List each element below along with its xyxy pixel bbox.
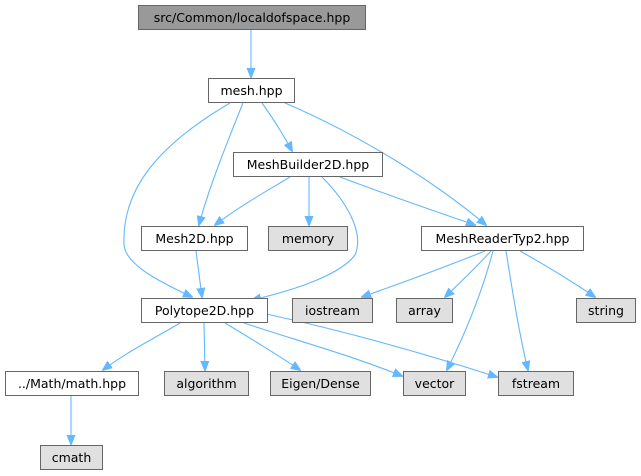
- node-mesh2d[interactable]: Mesh2D.hpp: [141, 226, 248, 251]
- edge-meshreadertyp2-to-string: [519, 250, 595, 297]
- node-eigendense: Eigen/Dense: [270, 371, 371, 396]
- node-label-string: string: [588, 303, 624, 318]
- edge-meshreadertyp2-to-fstream: [505, 250, 528, 370]
- node-localdofspace[interactable]: src/Common/localdofspace.hpp: [138, 5, 366, 30]
- node-label-meshbuilder2d: MeshBuilder2D.hpp: [247, 157, 370, 172]
- edge-meshbuilder2d-to-meshreadertyp2: [339, 176, 475, 225]
- node-memory: memory: [268, 226, 348, 251]
- edge-mesh-to-meshbuilder2d: [261, 102, 292, 151]
- edge-meshreadertyp2-to-array: [445, 250, 492, 297]
- edge-polytope2d-to-vector: [243, 322, 402, 376]
- node-box-localdofspace: [138, 5, 366, 30]
- edge-mesh-to-polytope2d: [123, 102, 231, 297]
- node-box-memory: [268, 226, 348, 251]
- node-algorithm: algorithm: [164, 371, 249, 396]
- edge-meshbuilder2d-to-mesh2d: [215, 176, 291, 225]
- node-box-eigendense: [270, 371, 371, 396]
- edge-mesh2d-to-polytope2d: [195, 250, 202, 297]
- node-label-mesh2d: Mesh2D.hpp: [155, 231, 233, 246]
- node-meshreadertyp2[interactable]: MeshReaderTyp2.hpp: [421, 226, 584, 251]
- edge-mesh-to-meshreadertyp2: [284, 102, 486, 225]
- node-box-mathhpp: [5, 371, 139, 396]
- node-mathhpp[interactable]: ../Math/math.hpp: [5, 371, 139, 396]
- node-vector: vector: [403, 371, 466, 396]
- node-fstream: fstream: [498, 371, 574, 396]
- node-box-array: [396, 298, 453, 323]
- edges-layer: [71, 30, 595, 444]
- edge-meshbuilder2d-to-polytope2d: [252, 176, 359, 300]
- node-box-meshreadertyp2: [421, 226, 584, 251]
- node-meshbuilder2d[interactable]: MeshBuilder2D.hpp: [233, 152, 383, 177]
- node-label-eigendense: Eigen/Dense: [281, 376, 360, 391]
- node-box-vector: [403, 371, 466, 396]
- edge-mesh-to-mesh2d: [199, 102, 244, 225]
- node-array: array: [396, 298, 453, 323]
- node-mesh[interactable]: mesh.hpp: [208, 78, 295, 103]
- node-label-polytope2d: Polytope2D.hpp: [155, 303, 254, 318]
- edge-meshreadertyp2-to-iostream: [362, 250, 486, 297]
- node-box-iostream: [292, 298, 373, 323]
- edge-meshreadertyp2-to-vector: [447, 250, 494, 370]
- node-box-meshbuilder2d: [233, 152, 383, 177]
- node-box-mesh2d: [141, 226, 248, 251]
- node-label-mesh: mesh.hpp: [220, 83, 282, 98]
- node-box-cmath: [40, 445, 103, 470]
- node-label-cmath: cmath: [52, 450, 92, 465]
- node-label-mathhpp: ../Math/math.hpp: [18, 376, 126, 391]
- node-box-fstream: [498, 371, 574, 396]
- node-label-meshreadertyp2: MeshReaderTyp2.hpp: [436, 231, 570, 246]
- edge-polytope2d-to-fstream: [261, 312, 497, 377]
- edge-polytope2d-to-algorithm: [204, 322, 205, 370]
- node-label-algorithm: algorithm: [176, 376, 236, 391]
- edge-polytope2d-to-mathhpp: [103, 322, 181, 370]
- node-box-algorithm: [164, 371, 249, 396]
- node-box-polytope2d: [141, 298, 268, 323]
- node-label-memory: memory: [282, 231, 335, 246]
- node-string: string: [576, 298, 636, 323]
- node-cmath: cmath: [40, 445, 103, 470]
- node-polytope2d[interactable]: Polytope2D.hpp: [141, 298, 268, 323]
- node-label-localdofspace: src/Common/localdofspace.hpp: [154, 10, 351, 25]
- node-label-iostream: iostream: [305, 303, 360, 318]
- node-box-string: [576, 298, 636, 323]
- node-label-fstream: fstream: [512, 376, 560, 391]
- edge-polytope2d-to-eigendense: [224, 322, 300, 370]
- node-label-vector: vector: [415, 376, 456, 391]
- node-box-mesh: [208, 78, 295, 103]
- nodes-layer: src/Common/localdofspace.hpp mesh.hppMesh…: [5, 5, 636, 470]
- node-iostream: iostream: [292, 298, 373, 323]
- node-label-array: array: [408, 303, 441, 318]
